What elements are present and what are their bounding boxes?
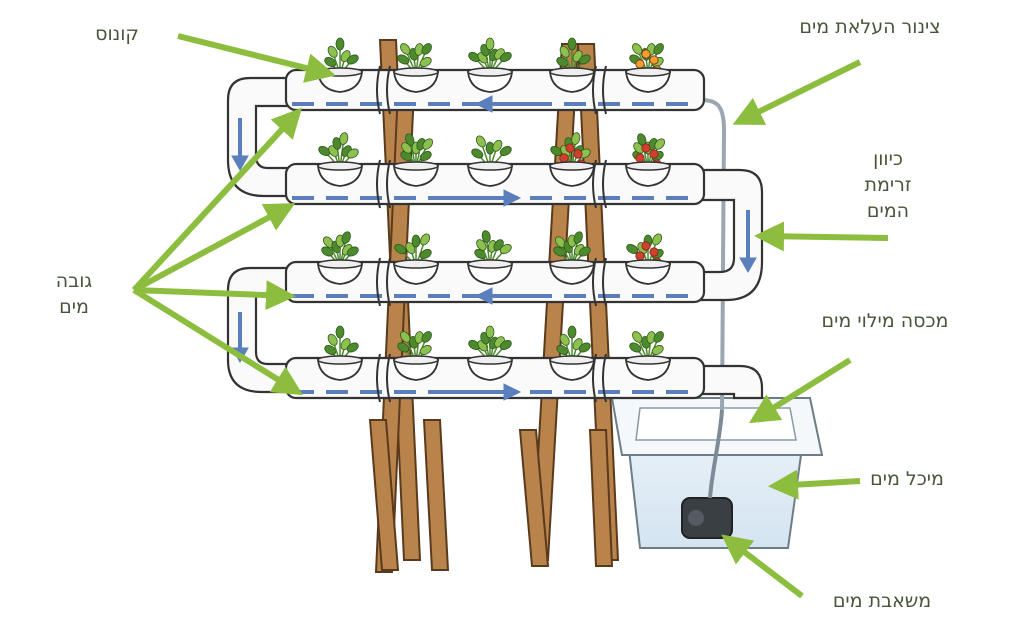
plant-icon xyxy=(394,233,432,267)
net-cup-icon xyxy=(624,71,672,93)
fill-lid-label: מכסה מילוי מים xyxy=(821,310,949,332)
net-cup-icon xyxy=(548,359,596,381)
plant-icon xyxy=(324,325,359,363)
net-cup-icon xyxy=(392,359,440,381)
plant-icon xyxy=(471,135,512,169)
pointer-arrows xyxy=(131,33,889,599)
net-cup-icon xyxy=(316,165,364,187)
net-cup-icon xyxy=(624,359,672,381)
plant-icon xyxy=(626,233,664,267)
net-cup-icon xyxy=(466,165,514,187)
water-height-label: גובה מים xyxy=(34,268,114,320)
water-height-line-1: גובה xyxy=(55,270,93,292)
flow-direction-label: כיוון זרימת המים xyxy=(848,146,928,224)
net-cup-icon xyxy=(392,165,440,187)
net-cup-icon xyxy=(392,71,440,93)
net-cup-icon xyxy=(624,263,672,285)
plant-icon xyxy=(550,132,591,169)
plant-icon xyxy=(468,37,512,75)
net-cup-icon xyxy=(548,263,596,285)
plant-icon xyxy=(474,230,512,267)
riser-pipe-label: צינור העלאת מים xyxy=(799,16,941,38)
water-tank-label: מיכל מים xyxy=(870,468,944,490)
pipe-system xyxy=(226,68,764,400)
flow-arrow-icon xyxy=(231,95,757,401)
net-cup-icon xyxy=(624,165,672,187)
net-cup-label: קונוס xyxy=(95,23,139,45)
water-height-line-2: מים xyxy=(59,296,89,318)
plant-icon xyxy=(321,231,359,267)
net-cup-icon xyxy=(548,165,596,187)
net-cup-icon xyxy=(466,359,514,381)
pipe-clamps xyxy=(376,65,607,403)
wooden-stand xyxy=(368,39,620,573)
water-pump-label: משאבת מים xyxy=(832,590,932,612)
net-cup-icon xyxy=(548,71,596,93)
water-pump-icon xyxy=(681,409,733,539)
flow-direction-line-1: כיוון xyxy=(873,148,903,170)
net-cup-icon xyxy=(466,263,514,285)
net-cup-icon xyxy=(316,263,364,285)
net-cup-icon xyxy=(466,71,514,93)
flow-direction-line-3: המים xyxy=(866,200,910,222)
plant-row-group xyxy=(316,37,672,381)
net-cup-icon xyxy=(392,263,440,285)
net-cup-icon xyxy=(316,359,364,381)
water-tank xyxy=(610,397,824,549)
flow-direction-line-2: זרימת xyxy=(864,174,912,196)
plant-icon xyxy=(400,133,434,169)
plant-icon xyxy=(553,231,591,267)
